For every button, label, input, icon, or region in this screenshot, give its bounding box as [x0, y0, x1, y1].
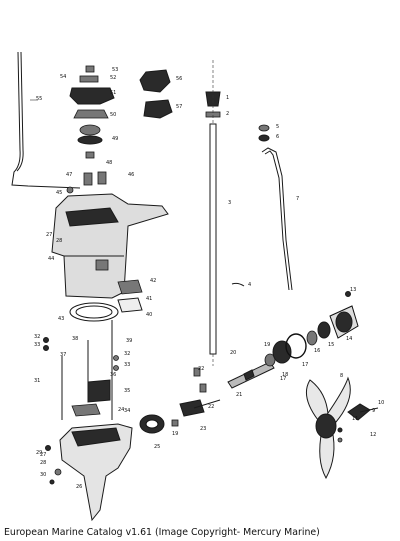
part-callout-8: 8	[340, 373, 343, 379]
part-callout-5: 5	[276, 124, 279, 130]
part-callout-54: 54	[60, 74, 66, 80]
part-callouts: 1234567891011121314151617181920212223242…	[34, 67, 384, 490]
part-callout-26: 26	[76, 484, 82, 490]
part-callout-28: 28	[40, 460, 46, 466]
part-callout-56: 56	[176, 76, 182, 82]
part-callout-33: 33	[124, 362, 130, 368]
part-callout-47: 47	[66, 172, 72, 178]
part-callout-42: 42	[150, 278, 156, 284]
part-callout-25: 25	[154, 444, 160, 450]
propeller-hardware	[337, 403, 379, 443]
part-callout-27: 27	[46, 232, 52, 238]
part-callout-22: 22	[208, 404, 214, 410]
stud-group	[43, 320, 119, 420]
part-callout-51: 51	[110, 90, 116, 96]
part-callout-45: 45	[56, 190, 62, 196]
propeller	[305, 376, 351, 480]
part-callout-33: 33	[34, 342, 40, 348]
gasket-plates	[69, 279, 143, 322]
part-callout-53: 53	[112, 67, 118, 73]
part-callout-43: 43	[58, 316, 64, 322]
part-callout-6: 6	[276, 134, 279, 140]
part-callout-15: 15	[328, 342, 334, 348]
part-callout-3: 3	[228, 200, 231, 206]
water-pump-cluster	[66, 65, 173, 194]
bearing-carrier-assembly	[264, 291, 359, 367]
part-callout-1: 1	[226, 95, 229, 101]
part-callout-4: 4	[248, 282, 251, 288]
part-callout-19: 19	[264, 342, 270, 348]
part-callout-27: 27	[40, 452, 46, 458]
part-callout-52: 52	[110, 75, 116, 81]
part-callout-21: 21	[236, 392, 242, 398]
part-callout-17: 17	[302, 362, 308, 368]
part-callout-48: 48	[106, 160, 112, 166]
part-callout-35: 35	[124, 388, 130, 394]
part-callout-23: 23	[200, 426, 206, 432]
part-callout-28: 28	[56, 238, 62, 244]
image-caption: European Marine Catalog v1.61 (Image Cop…	[4, 527, 320, 538]
shift-linkage	[258, 124, 293, 291]
gear-train	[139, 367, 221, 434]
part-callout-29: 29	[36, 450, 42, 456]
part-callout-9: 9	[372, 408, 375, 414]
part-callout-24: 24	[118, 407, 124, 413]
part-callout-20: 20	[230, 350, 236, 356]
driveshaft-assembly	[205, 60, 221, 366]
part-callout-44: 44	[48, 256, 54, 262]
part-callout-32: 32	[124, 351, 130, 357]
part-callout-22: 22	[198, 366, 204, 372]
propeller-shaft	[227, 361, 275, 389]
part-callout-50: 50	[110, 112, 116, 118]
shift-rod	[11, 51, 81, 189]
part-callout-19: 19	[172, 431, 178, 437]
spring-clip	[231, 282, 245, 287]
part-callout-14: 14	[346, 336, 352, 342]
driveshaft-housing	[51, 193, 169, 299]
lower-gearcase	[45, 423, 133, 522]
part-callout-41: 41	[146, 296, 152, 302]
part-callout-18: 18	[282, 372, 288, 378]
part-callout-30: 30	[40, 472, 46, 478]
part-callout-32: 32	[34, 334, 40, 340]
part-callout-40: 40	[146, 312, 152, 318]
part-callout-38: 38	[72, 336, 78, 342]
part-callout-11: 11	[352, 416, 358, 422]
part-callout-12: 12	[370, 432, 376, 438]
part-callout-13: 13	[350, 287, 356, 293]
part-callout-36: 36	[110, 372, 116, 378]
part-callout-37: 37	[60, 352, 66, 358]
part-callout-49: 49	[112, 136, 118, 142]
part-callout-17: 17	[280, 376, 286, 382]
part-callout-31: 31	[34, 378, 40, 384]
part-callout-2: 2	[226, 111, 229, 117]
part-callout-39: 39	[126, 338, 132, 344]
part-callout-57: 57	[176, 104, 182, 110]
part-callout-16: 16	[314, 348, 320, 354]
part-callout-7: 7	[296, 196, 299, 202]
part-callout-10: 10	[378, 400, 384, 406]
part-callout-55: 55	[36, 96, 42, 102]
part-callout-34: 34	[124, 408, 130, 414]
part-callout-46: 46	[128, 172, 134, 178]
